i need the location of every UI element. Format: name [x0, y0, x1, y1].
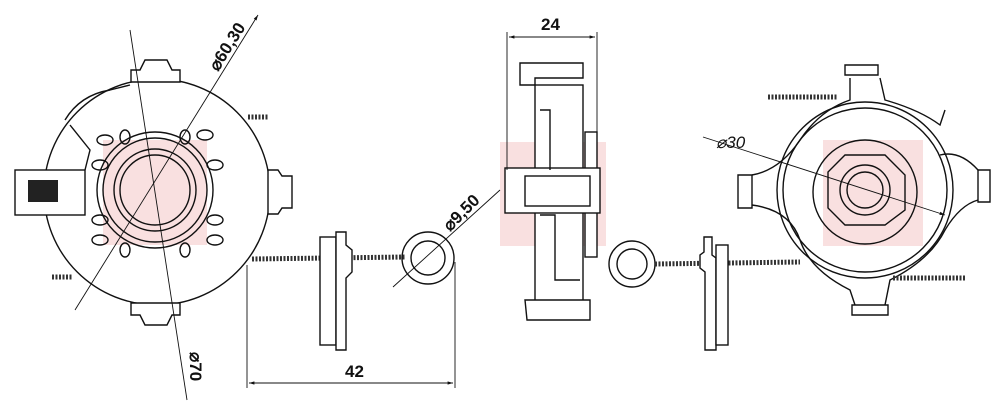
- cable-length-label: 42: [345, 362, 364, 381]
- cable-with-eyelet: [251, 189, 501, 351]
- outer-diameter-label: ⌀70: [186, 352, 205, 381]
- front-view-brush-holder: [14, 14, 293, 401]
- eyelet-diameter-label: ⌀9,50: [439, 191, 483, 235]
- thickness-label: 24: [541, 15, 560, 34]
- cable-length-dimension: [246, 262, 456, 388]
- side-view-brush-holder: [504, 32, 601, 321]
- rear-view-brush-holder: [702, 64, 991, 316]
- cable-with-eyelet-right: [608, 236, 801, 351]
- bore-diameter-label: ⌀30: [716, 133, 746, 152]
- pitch-diameter-label: ⌀60,30: [205, 19, 249, 74]
